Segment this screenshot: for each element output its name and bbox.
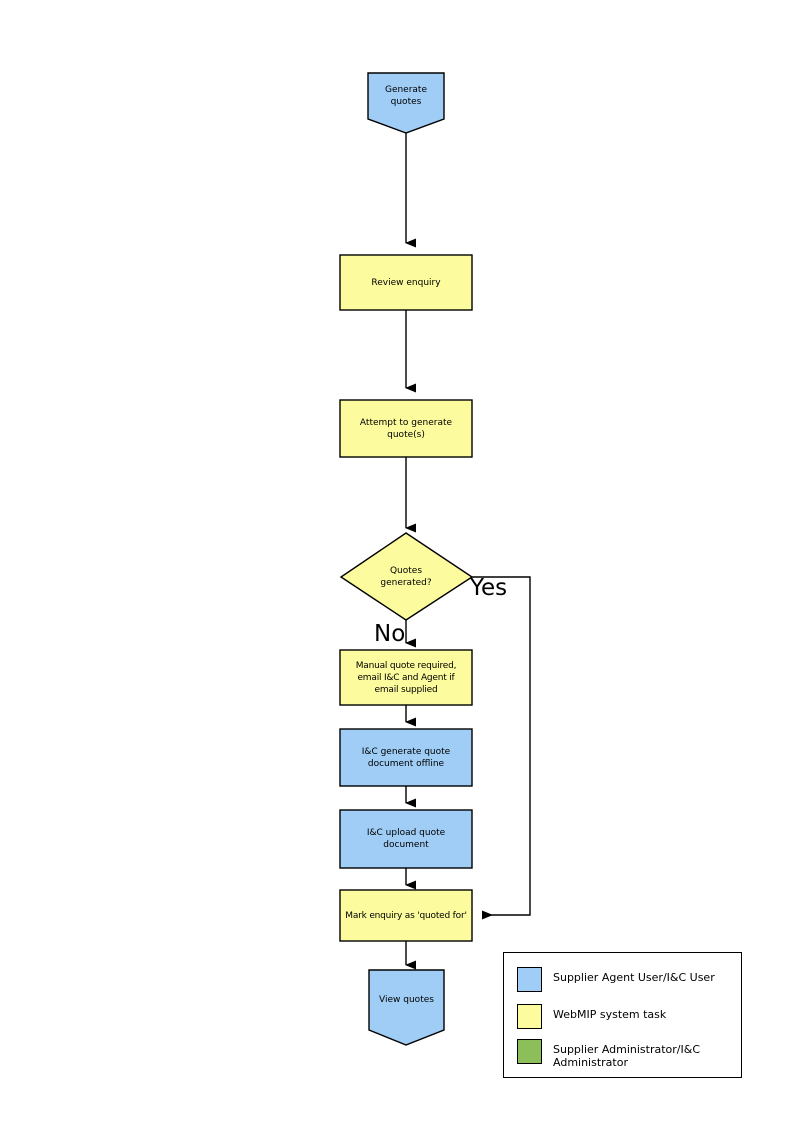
node-generate-quotes-shape xyxy=(367,72,445,134)
legend-item-supplier-agent-user: Supplier Agent User/I&C User xyxy=(517,967,715,992)
node-view-quotes-shape xyxy=(368,969,445,1046)
edge-decision-yes-to-mark xyxy=(472,576,531,920)
legend-swatch-user-task xyxy=(517,967,542,992)
node-ic-generate-offline-shape xyxy=(339,728,473,787)
node-mark-quoted-for-shape xyxy=(339,889,473,942)
node-ic-upload-shape xyxy=(339,809,473,869)
legend-swatch-admin-task xyxy=(517,1039,542,1064)
legend: Supplier Agent User/I&C User WebMIP syst… xyxy=(503,952,742,1078)
edge-label-yes: Yes xyxy=(470,575,508,601)
node-review-enquiry-shape xyxy=(339,254,473,311)
legend-label-admin-task: Supplier Administrator/I&C Administrator xyxy=(553,1043,701,1069)
edge-label-no: No xyxy=(374,621,406,647)
node-manual-quote-shape xyxy=(339,649,473,706)
legend-item-webmip-system-task: WebMIP system task xyxy=(517,1004,666,1029)
legend-item-supplier-administrator: Supplier Administrator/I&C Administrator xyxy=(517,1039,700,1069)
legend-label-system-task: WebMIP system task xyxy=(553,1008,667,1021)
legend-label-user-task: Supplier Agent User/I&C User xyxy=(553,971,715,984)
node-attempt-generate-shape xyxy=(339,399,473,458)
legend-swatch-system-task xyxy=(517,1004,542,1029)
node-quotes-generated-shape xyxy=(339,532,474,621)
